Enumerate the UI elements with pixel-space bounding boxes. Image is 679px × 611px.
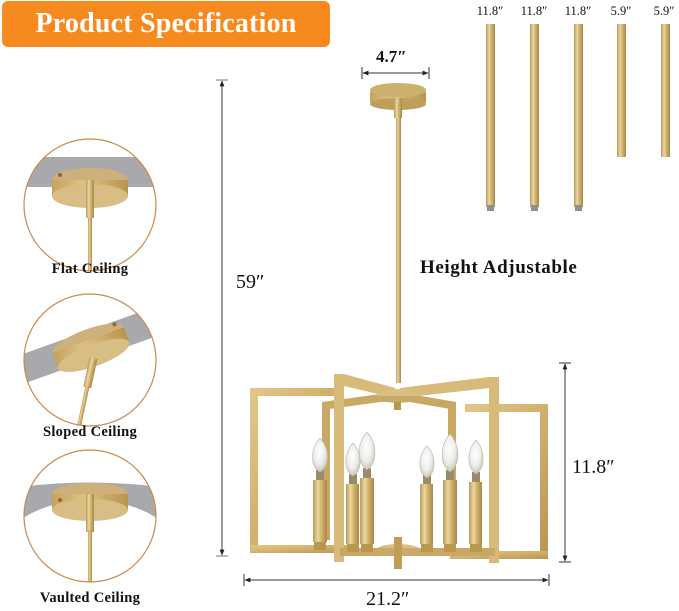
sloped-ceiling-mount-icon [23, 293, 157, 427]
chandelier-illustration [250, 83, 548, 569]
overall-height-label: 59″ [236, 271, 265, 293]
fixture-width-label: 21.2″ [366, 588, 410, 610]
extension-rod-label: 11.8″ [564, 4, 592, 18]
extension-rods [486, 24, 670, 211]
extension-rod-label: 5.9″ [610, 4, 632, 18]
extension-rod-label: 11.8″ [476, 4, 504, 18]
vaulted-ceiling-label: Vaulted Ceiling [39, 590, 141, 606]
extension-rod-label: 11.8″ [520, 4, 548, 18]
fixture-height-label: 11.8″ [572, 456, 615, 478]
fixture-width-dimension-line [243, 574, 550, 586]
fixture-height-dimension-line [559, 362, 571, 563]
canopy-width-dimension-line [361, 67, 430, 79]
extension-rod-label: 5.9″ [653, 4, 675, 18]
candle-arms [312, 431, 484, 552]
vaulted-ceiling-mount-icon [23, 449, 157, 583]
sloped-ceiling-label: Sloped Ceiling [42, 424, 138, 440]
product-specification-banner: Product Specification [2, 1, 330, 47]
flat-ceiling-label: Flat Ceiling [51, 261, 129, 277]
canopy-width-label: 4.7″ [376, 47, 407, 66]
overall-height-dimension-line [216, 79, 228, 557]
flat-ceiling-mount-icon [23, 138, 157, 272]
height-adjustable-label: Height Adjustable [420, 257, 578, 278]
